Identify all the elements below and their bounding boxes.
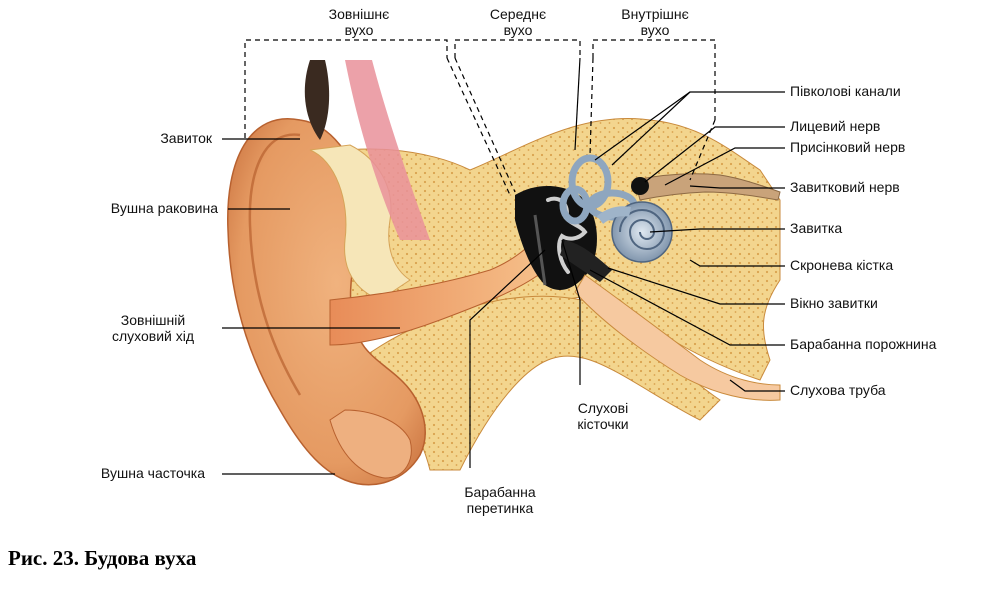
label-eustachian-tube: Слухова труба — [790, 382, 886, 398]
nerve-cross-section — [631, 177, 649, 195]
label-facial-nerve: Лицевий нерв — [790, 118, 881, 134]
label-vestibular-nerve: Присінковий нерв — [790, 139, 906, 155]
hair-tuft — [304, 60, 330, 140]
helix-fold — [248, 133, 302, 396]
label-round-window: Вікно завитки — [790, 295, 878, 311]
label-auricle: Вушна раковина — [110, 200, 218, 216]
label-cochlea: Завитка — [790, 220, 843, 236]
label-outer-ear-text: Зовнішнє вухо — [328, 6, 390, 38]
eustachian-tube-shape — [574, 274, 781, 401]
label-tympanic-cavity: Барабанна порожнина — [790, 336, 937, 352]
label-inner-ear: Внутрішнє вухо — [621, 6, 688, 38]
leader-lines — [222, 91, 785, 475]
label-helix: Завиток — [160, 130, 212, 146]
label-temporal-bone: Скронева кістка — [790, 257, 894, 273]
label-ear-canal: Зовнішній слуховий хід — [111, 312, 195, 344]
skin-layer-strip — [345, 60, 430, 240]
label-ossicles: Слухові кісточки — [577, 400, 629, 432]
label-middle-ear-text: Середнє вухо — [489, 6, 547, 38]
label-middle-ear: Середнє вухо — [490, 6, 546, 38]
label-eardrum: Барабанна перетинка — [464, 484, 536, 516]
label-earlobe: Вушна часточка — [100, 465, 205, 481]
label-outer-ear: Зовнішнє вухо — [329, 6, 390, 38]
round-window-area — [560, 240, 612, 282]
figure-caption: Рис. 23. Будова вуха — [8, 546, 197, 570]
label-inner-ear-text: Внутрішнє вухо — [621, 6, 689, 38]
label-cochlear-nerve: Завитковий нерв — [790, 179, 900, 195]
label-semicircular-canals: Півколові канали — [790, 83, 901, 99]
lobe-shape — [329, 409, 412, 479]
eardrum-shape — [533, 214, 547, 286]
